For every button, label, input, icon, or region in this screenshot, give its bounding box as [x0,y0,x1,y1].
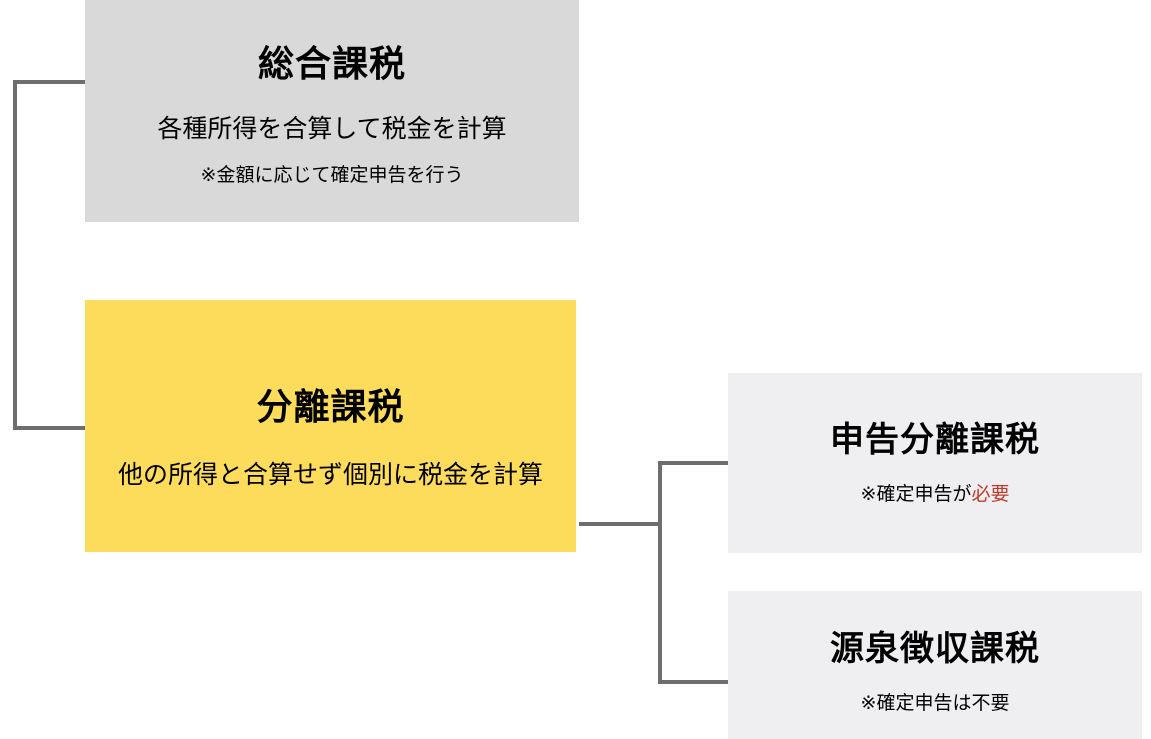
sogo-kazei-title: 総合課税 [257,44,406,85]
shinkoku-bunri-kazei-box: 申告分離課税 ※確定申告が必要 [728,373,1142,553]
shinkoku-bunri-kazei-note: ※確定申告が必要 [861,483,1010,506]
gensen-choshu-kazei-note: ※確定申告は不要 [860,692,1010,714]
sogo-kazei-description: 各種所得を合算して税金を計算 [157,114,507,144]
bunri-kazei-description: 他の所得と合算せず個別に税金を計算 [117,459,543,489]
bunri-kazei-title: 分離課税 [256,387,405,429]
bunri-kazei-box: 分離課税 他の所得と合算せず個別に税金を計算 [85,300,576,552]
gensen-choshu-kazei-box: 源泉徴収課税 ※確定申告は不要 [728,591,1142,739]
sogo-kazei-box: 総合課税 各種所得を合算して税金を計算 ※金額に応じて確定申告を行う [85,0,579,222]
sogo-kazei-note: ※金額に応じて確定申告を行う [200,164,464,187]
shinkoku-bunri-kazei-title: 申告分離課税 [830,420,1040,461]
shinkoku-note-required: 必要 [971,483,1010,505]
shinkoku-note-prefix: ※確定申告が [860,483,972,505]
connector-right-bracket [658,461,728,684]
gensen-choshu-kazei-title: 源泉徴収課税 [830,629,1040,670]
connector-left-bracket [13,80,85,430]
